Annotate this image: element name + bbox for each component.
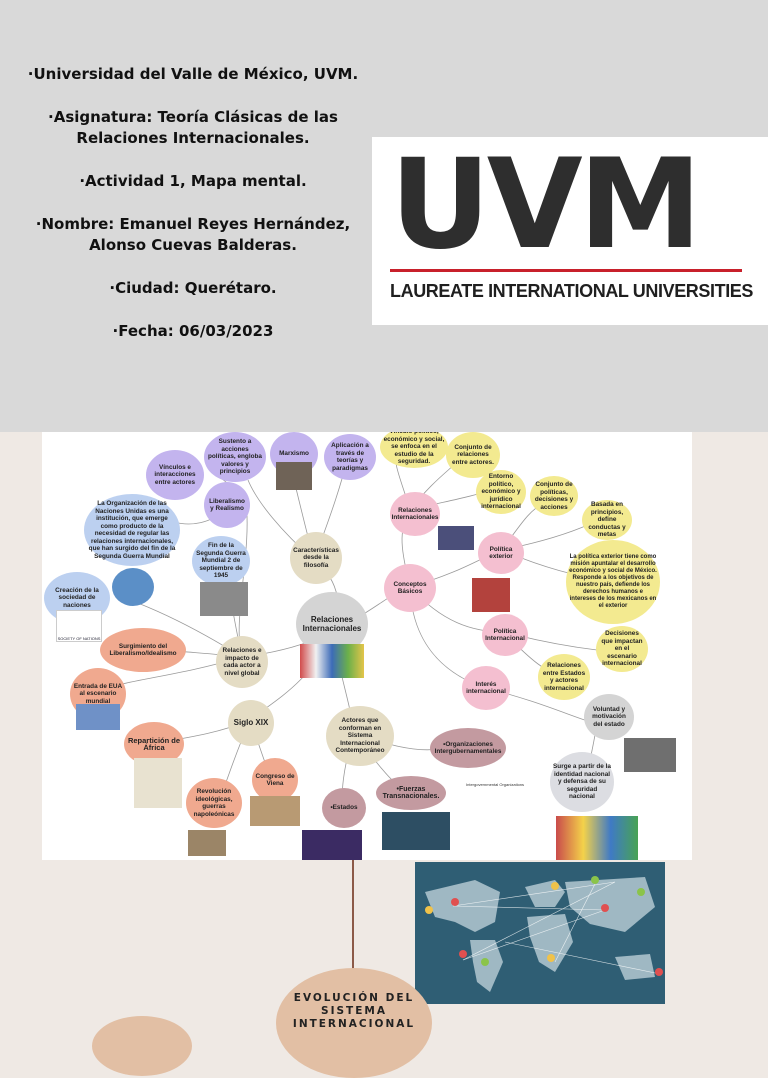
node-conjunto-pol: Conjunto de políticas, decisiones y acci… — [530, 476, 578, 516]
africa-map — [134, 758, 182, 808]
node-siglo: Siglo XIX — [228, 700, 274, 746]
uvm-logo: UVM LAUREATE INTERNATIONAL UNIVERSITIES — [372, 137, 768, 325]
node-sustento: Sustento a acciones políticas, engloba v… — [204, 432, 266, 482]
capitol-photo — [76, 704, 120, 730]
crowd-flags-photo — [556, 816, 638, 860]
node-fin-guerra: Fin de la Segunda Guerra Mundial 2 de se… — [192, 536, 250, 586]
world-map-graphic — [415, 862, 665, 1004]
connector-line — [352, 860, 354, 970]
date-line: ·Fecha: 06/03/2023 — [10, 321, 376, 342]
node-aplicacion: Aplicación a través de teorías y paradig… — [324, 434, 376, 480]
cover-header: ·Universidad del Valle de México, UVM. ·… — [0, 0, 768, 432]
evolution-node: EVOLUCIÓN DEL SISTEMA INTERNACIONAL — [276, 968, 432, 1078]
node-revolucion: Revolución ideológicas, guerras napoleón… — [186, 778, 242, 828]
bottom-left-node — [92, 1016, 192, 1076]
node-conceptos: Conceptos Básicos — [384, 564, 436, 612]
node-surge: Surge a partir de la identidad nacional … — [550, 752, 614, 812]
node-fuerzas: •Fuerzas Transnacionales. — [376, 776, 446, 810]
node-politica-int: Política Internacional — [482, 614, 528, 656]
node-rel-int: Relaciones Internacionales — [390, 492, 440, 536]
politica-ext-image — [472, 578, 510, 612]
logo-subtitle: LAUREATE INTERNATIONAL UNIVERSITIES — [390, 281, 753, 302]
estados-image — [302, 830, 362, 860]
un-emblem — [112, 568, 154, 606]
rel-int-image — [438, 526, 474, 550]
marx-portrait — [276, 462, 312, 490]
ww2-photo — [200, 582, 248, 616]
node-vinculos: Vínculos e interacciones entre actores — [146, 450, 204, 500]
node-politica-ext: Política exterior — [478, 532, 524, 574]
node-rel-estados: Relaciones entre Estados y actores inter… — [538, 654, 590, 700]
society-of-nations-logo: SOCIETY OF NATIONS — [56, 610, 102, 642]
logo-divider — [390, 269, 742, 272]
university-line: ·Universidad del Valle de México, UVM. — [10, 64, 376, 85]
vienna-painting — [250, 796, 300, 826]
logo-letters: UVM — [390, 145, 698, 265]
node-politica-mx: La política exterior tiene como misión a… — [566, 540, 660, 624]
node-onu: La Organización de las Naciones Unidas e… — [84, 494, 180, 566]
names-line: ·Nombre: Emanuel Reyes Hernández, Alonso… — [10, 214, 376, 256]
node-interes: Interés internacional — [462, 666, 510, 710]
node-estados: •Estados — [322, 788, 366, 828]
napoleon-painting — [188, 830, 226, 856]
node-impacto: Relaciones e impacto de cada actor a niv… — [216, 636, 268, 688]
node-surgimiento: Surgimiento del Liberalismo/Idealismo — [100, 628, 186, 672]
voluntad-image — [624, 738, 676, 772]
node-vinculo-pol: Vínculo político, económico y social, se… — [380, 432, 448, 468]
node-actores: Actores que conforman en Sistema Interna… — [326, 706, 394, 766]
node-decisiones: Decisiones que impactan en el escenario … — [596, 626, 648, 672]
node-caracteristicas: Características desde la filosofía — [290, 532, 342, 584]
node-liberalismo: Liberalismo y Realismo — [204, 482, 250, 528]
mind-map: Vínculos e interacciones entre actores S… — [42, 432, 692, 860]
city-line: ·Ciudad: Querétaro. — [10, 278, 376, 299]
cover-info: ·Universidad del Valle de México, UVM. ·… — [10, 64, 376, 364]
activity-line: ·Actividad 1, Mapa mental. — [10, 171, 376, 192]
world-map — [415, 862, 665, 1004]
evolution-title: EVOLUCIÓN DEL SISTEMA INTERNACIONAL — [276, 968, 432, 1031]
node-basada: Basada en principios, define conductas y… — [582, 500, 632, 540]
subject-line: ·Asignatura: Teoría Clásicas de las Rela… — [10, 107, 376, 149]
flags-photo — [300, 644, 364, 678]
node-voluntad: Voluntad y motivación del estado — [584, 694, 634, 740]
igo-logos: Intergovernmental Organizations — [466, 782, 550, 810]
node-entorno: Entorno político, económico y jurídico i… — [476, 470, 526, 514]
transnational-map — [382, 812, 450, 850]
node-org: •Organizaciones Intergubernamentales — [430, 728, 506, 768]
